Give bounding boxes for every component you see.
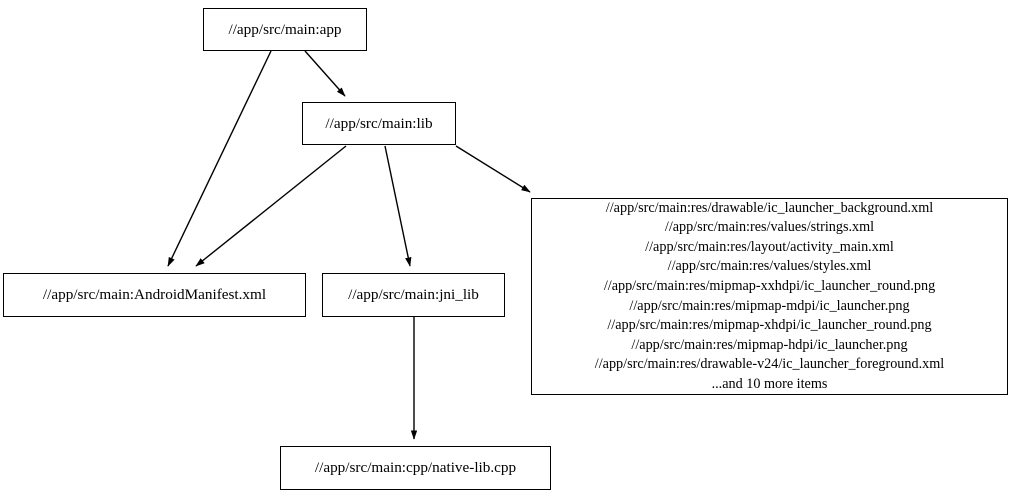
node-res-group[interactable]: //app/src/main:res/drawable/ic_launcher_… bbox=[531, 198, 1008, 395]
node-res-group-label: //app/src/main:res/drawable/ic_launcher_… bbox=[594, 199, 945, 392]
node-lib-label: //app/src/main:lib bbox=[325, 114, 433, 132]
node-android-manifest[interactable]: //app/src/main:AndroidManifest.xml bbox=[3, 273, 306, 317]
edge-lib-to-res-group bbox=[455, 145, 531, 193]
node-app-label: //app/src/main:app bbox=[228, 20, 342, 38]
node-native-lib-cpp-label: //app/src/main:cpp/native-lib.cpp bbox=[314, 459, 517, 477]
node-lib[interactable]: //app/src/main:lib bbox=[302, 102, 456, 145]
edge-app-to-lib bbox=[304, 50, 346, 97]
node-app[interactable]: //app/src/main:app bbox=[203, 8, 367, 51]
node-jni-lib[interactable]: //app/src/main:jni_lib bbox=[322, 273, 505, 317]
edge-lib-to-manifest bbox=[195, 145, 347, 267]
node-native-lib-cpp[interactable]: //app/src/main:cpp/native-lib.cpp bbox=[280, 446, 551, 490]
node-jni-lib-label: //app/src/main:jni_lib bbox=[348, 286, 479, 304]
node-android-manifest-label: //app/src/main:AndroidManifest.xml bbox=[42, 286, 267, 304]
edge-app-to-manifest bbox=[167, 50, 272, 267]
edge-lib-to-jni-lib bbox=[384, 145, 412, 267]
